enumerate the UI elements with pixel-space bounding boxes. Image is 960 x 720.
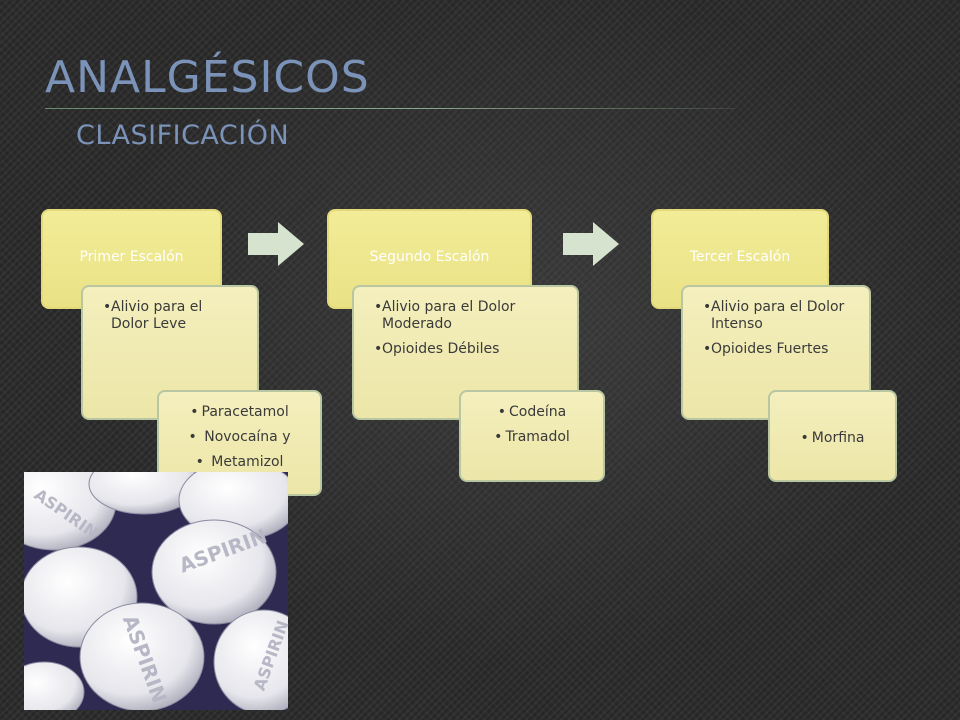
step-3-drugs-box: Morfina xyxy=(768,390,897,482)
step-3-drug-item: Morfina xyxy=(780,430,885,447)
step-2-drug-item: Tramadol xyxy=(471,429,593,446)
step-3-description-item: Alivio para el Dolor Intenso xyxy=(703,299,855,333)
slide-title: ANALGÉSICOS xyxy=(45,52,370,103)
step-arrow-icon xyxy=(563,222,619,266)
title-divider xyxy=(45,108,735,109)
step-2-heading: Segundo Escalón xyxy=(369,249,490,265)
step-1-drug-item: Metamizol xyxy=(169,454,310,471)
aspirin-tablets-photo: ASPIRIN ASPIRIN ASPIRIN ASPIRIN xyxy=(24,472,288,710)
step-1-heading: Primer Escalón xyxy=(79,249,184,265)
aspirin-tablets-illustration: ASPIRIN ASPIRIN ASPIRIN ASPIRIN xyxy=(24,472,288,710)
step-2-description-item: Alivio para el Dolor Moderado xyxy=(374,299,563,333)
step-3-description-item: Opioides Fuertes xyxy=(703,341,855,358)
step-2-drugs-box: Codeína Tramadol xyxy=(459,390,605,482)
step-arrow-icon xyxy=(248,222,304,266)
step-2-description-item: Opioides Débiles xyxy=(374,341,563,358)
step-3-heading: Tercer Escalón xyxy=(689,249,791,265)
step-2-drug-item: Codeína xyxy=(471,404,593,421)
step-1-drug-item: Novocaína y xyxy=(169,429,310,446)
slide-subtitle: CLASIFICACIÓN xyxy=(76,120,290,151)
step-1-drug-item: Paracetamol xyxy=(169,404,310,421)
step-1-description-item: Alivio para el Dolor Leve xyxy=(103,299,243,333)
